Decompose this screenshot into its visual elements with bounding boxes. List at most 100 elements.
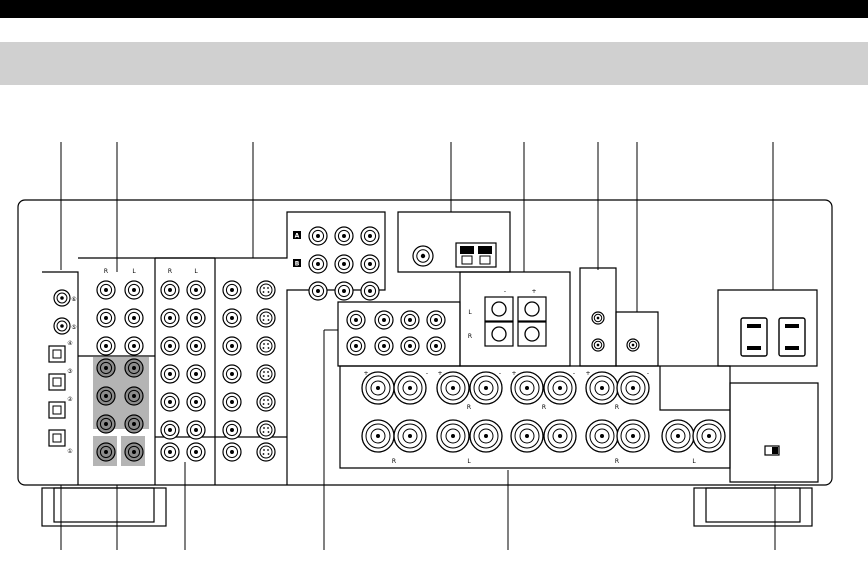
speaker-b-terminal: [484, 296, 514, 322]
speaker-binding-post-pin: [676, 434, 680, 438]
channel-label-right: R: [104, 268, 108, 275]
speaker-binding-post-ring: [589, 375, 615, 401]
speaker-binding-post-inner: [402, 428, 418, 444]
speaker-binding-post-inner: [552, 380, 568, 396]
speaker-b-terminal-hole: [524, 301, 540, 317]
component-jack-ring: [337, 284, 351, 298]
component-jack-pin: [342, 234, 346, 238]
audio-jack-shaded-ring: [127, 445, 141, 459]
video-jack-pin: [230, 316, 234, 320]
audio-jack-ring: [99, 339, 113, 353]
section-header-band: [0, 42, 868, 85]
audio-jack-pin: [168, 428, 172, 432]
remote-jack-pin: [631, 343, 635, 347]
audio-jack-ring: [127, 339, 141, 353]
speaker-binding-post-inner: [445, 428, 461, 444]
speaker-binding-post-ring: [514, 375, 540, 401]
speaker-binding-post-pin: [558, 386, 562, 390]
multi-ch-jack-ring: [377, 313, 391, 327]
speaker-binding-post-ring: [397, 423, 423, 449]
polarity-mark: -: [426, 370, 428, 377]
audio-jack-pin: [132, 316, 136, 320]
channel-label-right: R: [468, 333, 472, 340]
section-frame: [155, 211, 386, 485]
channel-label-left: L: [194, 268, 198, 275]
optical-jack: [48, 373, 66, 391]
audio-jack-ring: [99, 311, 113, 325]
component-jack-pin: [368, 262, 372, 266]
audio-jack-ring: [127, 311, 141, 325]
speaker-binding-post-ring: [440, 423, 466, 449]
callout-lines: [60, 142, 776, 550]
speaker-binding-post-inner: [519, 380, 535, 396]
multi-ch-jack-pin: [408, 318, 412, 322]
audio-jack-ring: [99, 283, 113, 297]
trigger-jack-pin: [596, 343, 600, 347]
multi-ch-jack-pin: [408, 344, 412, 348]
speaker-binding-post-pin: [631, 434, 635, 438]
optical-jack: [48, 429, 66, 447]
video-jack-pin: [230, 288, 234, 292]
multi-ch-jack-ring: [349, 313, 363, 327]
s-video-jack-ring: [259, 395, 273, 409]
audio-jack-shaded-pin: [104, 422, 108, 426]
zone-a-label: A: [295, 233, 300, 240]
speaker-b-terminal: [517, 296, 547, 322]
digital-input-label: ④: [67, 340, 72, 347]
optical-jack: [48, 401, 66, 419]
speaker-binding-post-inner: [670, 428, 686, 444]
digital-input-label: ②: [67, 396, 73, 403]
trigger-jack-ring: [593, 313, 603, 323]
s-video-jack-pin: [263, 315, 265, 317]
right-foot: [693, 487, 813, 527]
audio-jack-pin: [194, 428, 198, 432]
audio-jack-ring: [163, 423, 177, 437]
component-jack-pin: [316, 262, 320, 266]
optical-jack-port: [52, 349, 62, 359]
s-video-jack-ring: [259, 423, 273, 437]
audio-jack-shaded-ring: [127, 389, 141, 403]
speaker-binding-post-inner: [625, 380, 641, 396]
fm-antenna-jack-pin: [420, 253, 426, 259]
audio-jack-shaded-pin: [104, 366, 108, 370]
speaker-binding-post-inner: [625, 428, 641, 444]
multi-ch-jack-pin: [434, 344, 438, 348]
s-video-jack-pin: [262, 431, 265, 433]
s-video-jack-pin: [263, 427, 265, 429]
speaker-binding-post-ring: [665, 423, 691, 449]
video-jack-ring: [225, 283, 239, 297]
zone-b-label: B: [295, 261, 300, 268]
speaker-binding-post-pin: [484, 434, 488, 438]
polarity-mark: -: [647, 370, 649, 377]
am-terminal-clip: [460, 246, 474, 254]
audio-jack-pin: [168, 450, 172, 454]
speaker-binding-post-pin: [451, 386, 455, 390]
audio-jack-ring: [163, 367, 177, 381]
jacks: [48, 226, 806, 466]
component-jack-ring: [337, 257, 351, 271]
s-video-jack-ring: [259, 339, 273, 353]
audio-jack-pin: [194, 316, 198, 320]
component-jack-ring: [363, 257, 377, 271]
channel-label-right: R: [392, 458, 396, 465]
component-jack-ring: [311, 257, 325, 271]
video-jack-ring: [225, 311, 239, 325]
right-foot-inner: [705, 487, 801, 523]
s-video-jack-ring: [259, 283, 273, 297]
remote-jack-ring: [628, 340, 638, 350]
speaker-binding-post-ring: [620, 423, 646, 449]
channel-label-left: L: [132, 268, 136, 275]
audio-jack-ring: [189, 445, 203, 459]
video-jack-ring: [225, 367, 239, 381]
speaker-binding-post-inner: [445, 380, 461, 396]
audio-jack-ring: [189, 395, 203, 409]
component-jack-ring: [311, 284, 325, 298]
fm-antenna-jack-ring: [416, 249, 430, 263]
s-video-jack-pin: [263, 343, 265, 345]
polarity-minus: -: [504, 288, 506, 295]
audio-jack-shaded-pin: [104, 450, 108, 454]
polarity-plus: +: [531, 288, 536, 295]
am-terminal-slot: [479, 255, 491, 265]
video-jack-pin: [230, 450, 234, 454]
s-video-jack-pin: [267, 449, 269, 451]
